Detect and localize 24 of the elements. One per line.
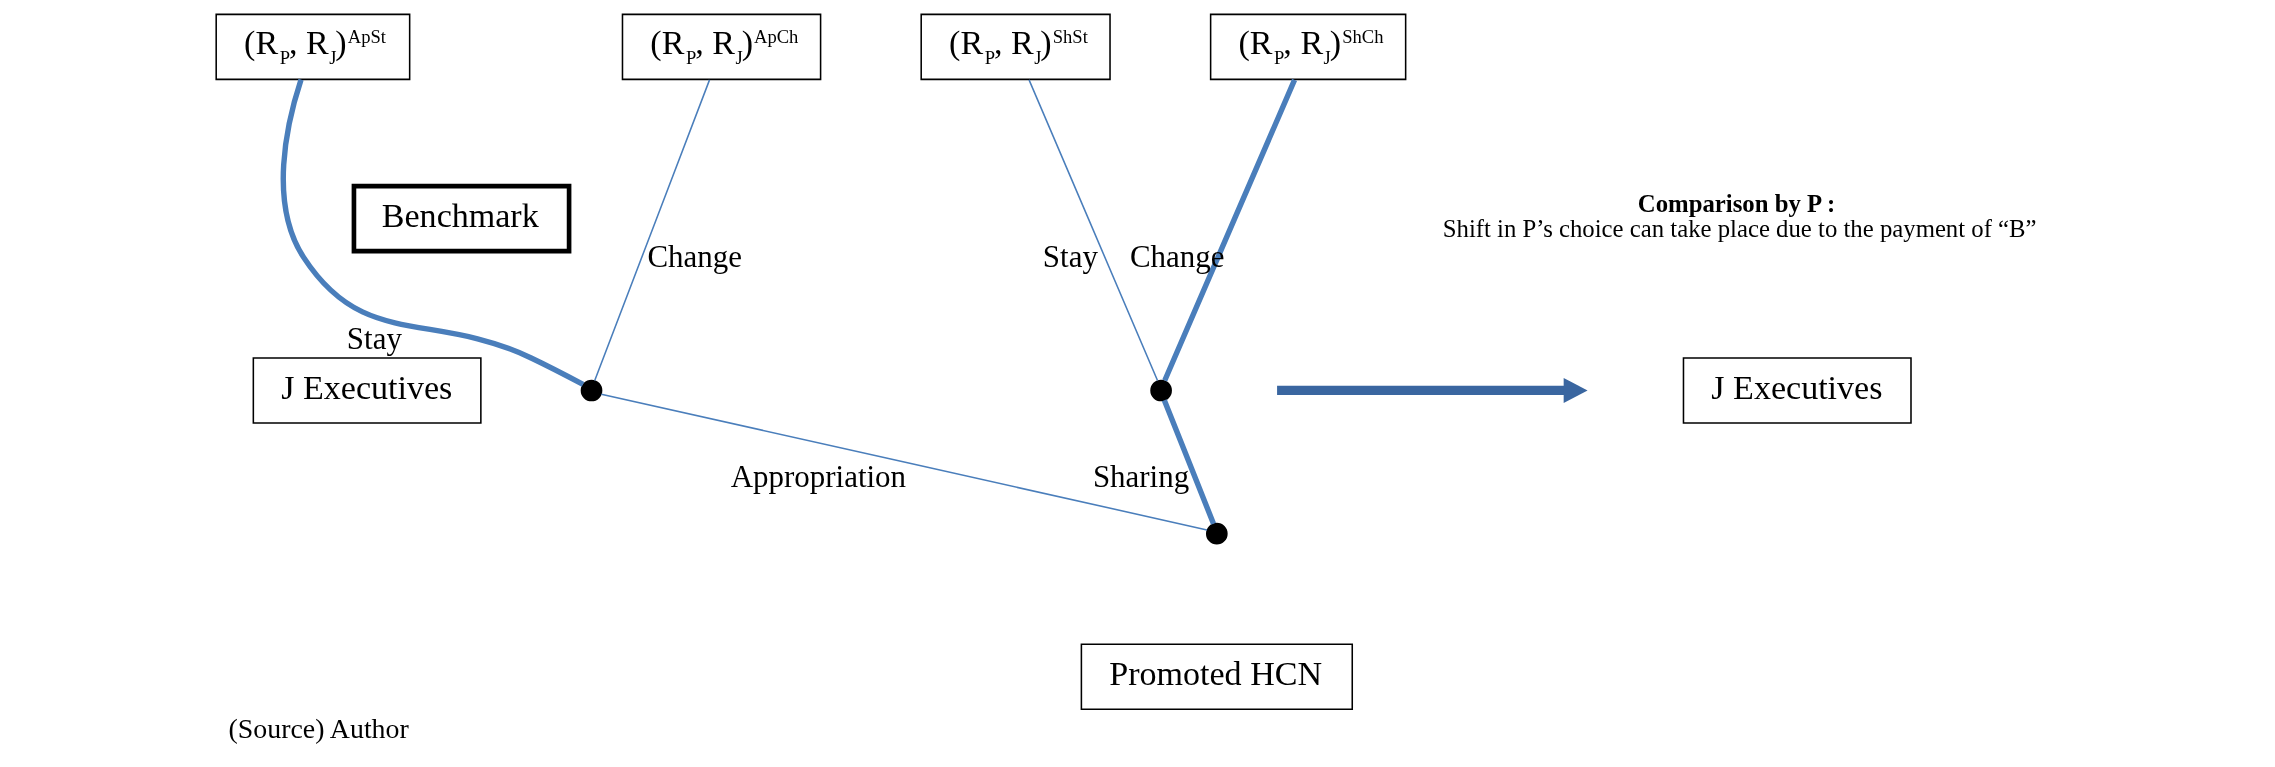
caption: (Source) Author xyxy=(228,712,409,744)
connector xyxy=(600,393,1208,531)
connector xyxy=(593,79,711,382)
edge-label: Stay xyxy=(1042,239,1098,275)
node-box: J Executives xyxy=(1682,357,1912,424)
node-box: (R$_{P}$, R$_{J}$)$^{ApSt}$ xyxy=(215,13,411,81)
node-circle xyxy=(1150,379,1172,402)
connector xyxy=(1162,78,1298,382)
node-box: (R$_{P}$, R$_{J}$)$^{ShSt}$ xyxy=(920,13,1111,81)
label: Comparison by P : Shift in P’s choice can take place due to the payment of “B” xyxy=(1442,190,2037,242)
connector xyxy=(1161,399,1217,525)
node-box: J Executives xyxy=(252,357,482,424)
edge-label: Stay xyxy=(346,321,402,357)
node-circle xyxy=(1206,522,1228,545)
node-box: Benchmark xyxy=(351,183,572,254)
edge-label: Change xyxy=(647,239,742,275)
edge-label: Sharing xyxy=(1092,458,1190,494)
connector xyxy=(280,78,585,387)
node-circle xyxy=(580,379,603,402)
node-box: (R$_{P}$, R$_{J}$)$^{ShCh}$ xyxy=(1209,13,1407,81)
edge-label: Appropriation xyxy=(730,458,907,494)
node-box: (R$_{P}$, R$_{J}$)$^{ApCh}$ xyxy=(621,13,822,81)
node-box: Promoted HCN xyxy=(1080,643,1354,711)
connector xyxy=(1028,79,1159,382)
